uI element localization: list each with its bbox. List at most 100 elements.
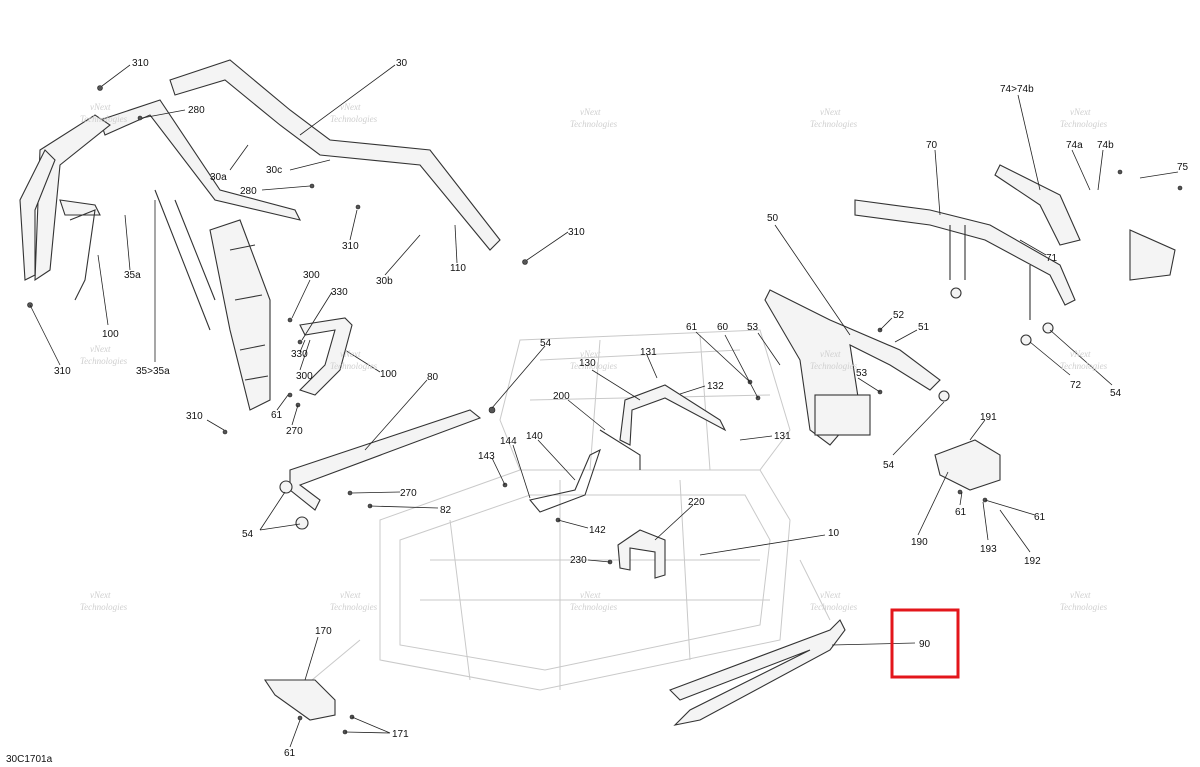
label-230[interactable]: 230 [570, 555, 587, 566]
label-75[interactable]: 75 [1177, 162, 1189, 173]
label-300b[interactable]: 300 [296, 371, 313, 382]
bracket-170 [263, 679, 336, 721]
svg-text:Technologies: Technologies [80, 356, 128, 366]
label-61b[interactable]: 61 [686, 322, 698, 333]
label-192[interactable]: 192 [1024, 556, 1041, 567]
label-310b[interactable]: 310 [342, 241, 359, 252]
svg-text:vNext: vNext [580, 107, 601, 117]
label-131[interactable]: 131 [640, 347, 657, 358]
label-100[interactable]: 100 [102, 329, 119, 340]
label-30[interactable]: 30 [396, 58, 408, 69]
label-330b[interactable]: 330 [291, 349, 308, 360]
svg-text:vNext: vNext [820, 107, 841, 117]
label-310e[interactable]: 310 [186, 411, 203, 422]
label-61e[interactable]: 61 [284, 748, 296, 759]
label-80[interactable]: 80 [427, 372, 439, 383]
label-100b[interactable]: 100 [380, 369, 397, 380]
label-200[interactable]: 200 [553, 391, 570, 402]
label-131b[interactable]: 131 [774, 431, 791, 442]
label-74-74b[interactable]: 74>74b [1000, 84, 1034, 95]
svg-text:vNext: vNext [1070, 107, 1091, 117]
svg-text:vNext: vNext [340, 590, 361, 600]
bracket-190 [934, 439, 1001, 491]
brace-80 [289, 409, 482, 511]
rod-140 [528, 448, 601, 513]
label-30a[interactable]: 30a [210, 172, 227, 183]
svg-text:vNext: vNext [820, 349, 841, 359]
svg-text:Technologies: Technologies [1060, 361, 1108, 371]
label-142[interactable]: 142 [589, 525, 606, 536]
cap-70 [950, 287, 962, 299]
label-300[interactable]: 300 [303, 270, 320, 281]
svg-text:vNext: vNext [340, 102, 361, 112]
label-35-35a[interactable]: 35>35a [136, 366, 170, 377]
highlight-callout-90[interactable]: 90 [890, 608, 960, 679]
svg-text:Technologies: Technologies [570, 119, 618, 129]
label-72[interactable]: 72 [1070, 380, 1082, 391]
label-90[interactable]: 90 [919, 639, 931, 650]
tube-130 [619, 384, 727, 446]
label-191[interactable]: 191 [980, 412, 997, 423]
cap-54-right [938, 390, 950, 402]
label-310[interactable]: 310 [132, 58, 149, 69]
label-10[interactable]: 10 [828, 528, 840, 539]
label-170[interactable]: 170 [315, 626, 332, 637]
label-54c[interactable]: 54 [883, 460, 895, 471]
label-61[interactable]: 61 [271, 410, 283, 421]
label-61c[interactable]: 61 [955, 507, 967, 518]
label-82[interactable]: 82 [440, 505, 452, 516]
cap-54-left-lower [295, 516, 309, 530]
label-220[interactable]: 220 [688, 497, 705, 508]
bar-90 [669, 619, 846, 726]
svg-text:Technologies: Technologies [1060, 119, 1108, 129]
svg-text:Technologies: Technologies [570, 602, 618, 612]
label-54b[interactable]: 54 [540, 338, 552, 349]
label-52[interactable]: 52 [893, 310, 905, 321]
label-270b[interactable]: 270 [400, 488, 417, 499]
label-280[interactable]: 280 [188, 105, 205, 116]
svg-text:Technologies: Technologies [570, 361, 618, 371]
part-labels: 310 30 280 30a 30c 280 310 310 30b 110 3… [54, 58, 1189, 759]
label-53[interactable]: 53 [747, 322, 759, 333]
label-60[interactable]: 60 [717, 322, 729, 333]
label-130[interactable]: 130 [579, 358, 596, 369]
svg-text:vNext: vNext [90, 590, 111, 600]
label-280b[interactable]: 280 [240, 186, 257, 197]
label-110[interactable]: 110 [450, 263, 466, 274]
bumper-50 [764, 289, 941, 446]
label-54d[interactable]: 54 [1110, 388, 1122, 399]
svg-text:Technologies: Technologies [810, 361, 858, 371]
label-50[interactable]: 50 [767, 213, 779, 224]
label-270[interactable]: 270 [286, 426, 303, 437]
label-54[interactable]: 54 [242, 529, 254, 540]
svg-text:vNext: vNext [820, 590, 841, 600]
svg-text:Technologies: Technologies [330, 114, 378, 124]
label-51[interactable]: 51 [918, 322, 930, 333]
label-310d[interactable]: 310 [54, 366, 71, 377]
label-74b[interactable]: 74b [1097, 140, 1114, 151]
label-132[interactable]: 132 [707, 381, 724, 392]
label-61d[interactable]: 61 [1034, 512, 1046, 523]
label-143[interactable]: 143 [478, 451, 495, 462]
leader-lines [29, 64, 1179, 748]
svg-text:Technologies: Technologies [80, 602, 128, 612]
label-310c[interactable]: 310 [568, 227, 585, 238]
label-30c[interactable]: 30c [266, 165, 282, 176]
label-144[interactable]: 144 [500, 436, 517, 447]
label-74a[interactable]: 74a [1066, 140, 1083, 151]
svg-text:vNext: vNext [90, 344, 111, 354]
label-171[interactable]: 171 [392, 729, 409, 740]
label-193[interactable]: 193 [980, 544, 997, 555]
label-140[interactable]: 140 [526, 431, 543, 442]
svg-text:Technologies: Technologies [810, 119, 858, 129]
label-71[interactable]: 71 [1046, 253, 1058, 264]
cap-72 [1020, 334, 1032, 346]
label-35a[interactable]: 35a [124, 270, 141, 281]
label-330[interactable]: 330 [331, 287, 348, 298]
label-190[interactable]: 190 [911, 537, 928, 548]
label-30b[interactable]: 30b [376, 276, 393, 287]
bumper-50-plate [814, 394, 871, 436]
label-70[interactable]: 70 [926, 140, 938, 151]
label-53b[interactable]: 53 [856, 368, 868, 379]
cap-54-left [279, 480, 293, 494]
